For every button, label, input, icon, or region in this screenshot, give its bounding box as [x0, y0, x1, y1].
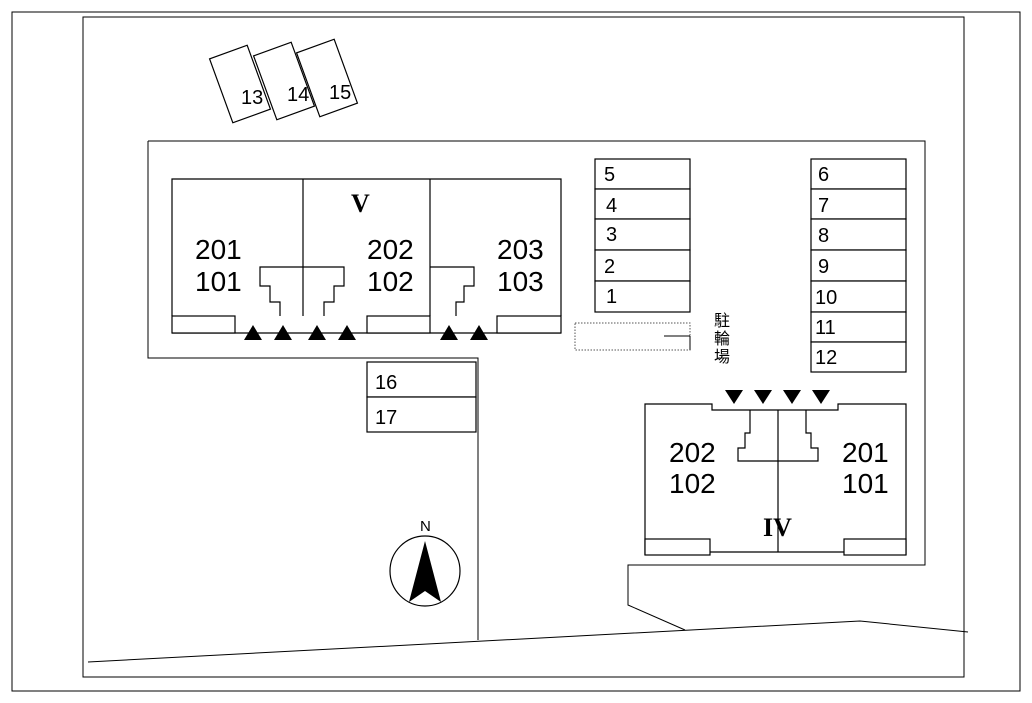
- slot-label: 16: [375, 372, 397, 394]
- slot-label: 1: [606, 286, 617, 308]
- lot-outline-left: [147, 141, 479, 640]
- bicycle-parking-label: 駐: [714, 312, 730, 330]
- slot-label: 2: [604, 256, 615, 278]
- parking-slot-15: [295, 38, 359, 118]
- room-number: 103: [497, 266, 544, 297]
- slot-label: 11: [815, 317, 836, 339]
- entrance-marker: [440, 325, 458, 340]
- building-v: V 201 101 202 102 203 103: [171, 178, 562, 340]
- entrance-marker: [274, 325, 292, 340]
- compass-north-label: N: [420, 518, 431, 535]
- parking-column-left: 5 4 3 2 1: [594, 158, 691, 313]
- parking-column-right: 6 7 8 9 10 11 12: [810, 158, 907, 373]
- slot-label: 7: [818, 195, 829, 217]
- bicycle-parking-label: 場: [714, 348, 730, 366]
- slot-label: 8: [818, 225, 829, 247]
- slot-label: 17: [375, 407, 397, 429]
- parking-lower: 16 17: [366, 361, 477, 433]
- slot-label: 10: [815, 287, 837, 309]
- entrance-marker: [783, 390, 801, 404]
- room-number: 202: [669, 437, 716, 468]
- outer-frame: [11, 11, 1021, 692]
- room-number: 201: [195, 234, 242, 265]
- building-name: IV: [763, 513, 792, 542]
- slot-label: 5: [604, 164, 615, 186]
- slot-label: 13: [241, 87, 263, 109]
- building-iv: IV 202 102 201 101: [644, 390, 907, 556]
- road-edge-line: [87, 620, 969, 663]
- compass-icon: N: [389, 518, 461, 607]
- bicycle-parking-label: 輪: [714, 330, 730, 348]
- room-number: 202: [367, 234, 414, 265]
- room-number: 102: [669, 468, 716, 499]
- slot-label: 15: [329, 82, 351, 104]
- slot-label: 6: [818, 164, 829, 186]
- bicycle-parking: 駐 輪 場: [574, 312, 730, 366]
- room-number: 102: [367, 266, 414, 297]
- entrance-marker: [244, 325, 262, 340]
- parking-slot-13: [208, 44, 272, 124]
- room-number: 101: [842, 468, 889, 499]
- parking-slot-14: [252, 41, 316, 121]
- slot-label: 3: [606, 224, 617, 246]
- building-name: V: [351, 189, 370, 218]
- entrance-marker: [338, 325, 356, 340]
- entrance-marker: [812, 390, 830, 404]
- entrance-marker: [754, 390, 772, 404]
- lot-outline: [148, 140, 926, 631]
- slot-label: 12: [815, 347, 837, 369]
- slot-label: 9: [818, 256, 829, 278]
- room-number: 203: [497, 234, 544, 265]
- room-number: 101: [195, 266, 242, 297]
- angled-parking-group: 13 14 15: [208, 38, 359, 124]
- room-number: 201: [842, 437, 889, 468]
- slot-label: 4: [606, 195, 617, 217]
- entrance-marker: [725, 390, 743, 404]
- entrance-marker: [470, 325, 488, 340]
- entrance-marker: [308, 325, 326, 340]
- site-boundary: [82, 16, 965, 678]
- slot-label: 14: [287, 84, 309, 106]
